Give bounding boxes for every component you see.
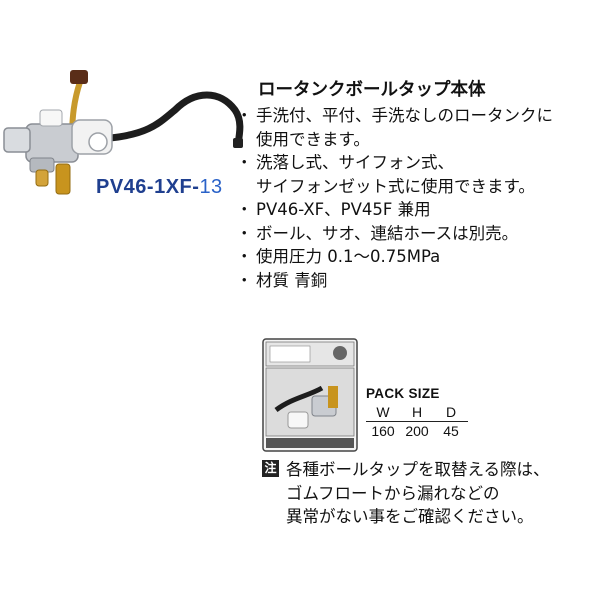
pack-size-header: D <box>434 403 468 422</box>
pack-size-header: H <box>400 403 434 422</box>
feature-line: PV46-XF、PV45F 兼用 <box>236 198 598 222</box>
note-lines: 各種ボールタップを取替える際は、 ゴムフロートから漏れなどの 異常がない事をご確… <box>286 458 550 529</box>
brass-outlet <box>35 169 49 187</box>
feature-line: 手洗付、平付、手洗なしのロータンクに <box>236 104 598 128</box>
feature-line: 材質 青銅 <box>236 269 598 293</box>
pack-size-value: 160 <box>371 423 395 439</box>
product-title: ロータンクボールタップ本体 <box>258 80 486 100</box>
model-code-main: PV46-1XF- <box>96 176 200 198</box>
valve-inlet <box>3 127 31 153</box>
pack-size-table: W H D 160 200 45 <box>366 403 468 440</box>
feature-line: 使用できます。 <box>256 129 370 149</box>
model-code-suffix: 13 <box>199 176 223 198</box>
connection-hose <box>106 91 244 148</box>
white-fitting <box>39 109 63 127</box>
feature-line: 洗落し式、サイフォン式、 <box>236 151 598 175</box>
pack-size-header-row: W H D <box>366 403 468 422</box>
feature-list: 手洗付、平付、手洗なしのロータンクに 使用できます。 洗落し式、サイフォン式、 … <box>236 104 598 293</box>
hose-end <box>233 138 243 148</box>
note-line: ゴムフロートから漏れなどの <box>286 483 500 503</box>
pack-size-value: 45 <box>443 423 459 439</box>
feature-line: ボール、サオ、連結ホースは別売。 <box>236 222 598 246</box>
note-line: 各種ボールタップを取替える際は、 <box>286 460 550 479</box>
caution-note: 注 各種ボールタップを取替える際は、 ゴムフロートから漏れなどの 異常がない事を… <box>262 458 550 529</box>
brass-cap <box>70 70 88 84</box>
package-photo <box>262 338 358 452</box>
pack-size-header: W <box>366 403 400 422</box>
pack-size-title: PACK SIZE <box>366 386 440 401</box>
diaphragm-knob <box>88 132 108 152</box>
note-badge: 注 <box>262 460 279 477</box>
feature-line: 使用圧力 0.1〜0.75MPa <box>236 245 598 269</box>
pack-size-value-row: 160 200 45 <box>366 422 468 441</box>
feature-line: サイフォンゼット式に使用できます。 <box>256 176 535 196</box>
pack-size: PACK SIZE W H D 160 200 45 <box>366 386 468 440</box>
valve-body <box>25 123 79 163</box>
brass-outlet <box>55 163 71 195</box>
note-line: 異常がない事をご確認ください。 <box>286 507 534 526</box>
model-code: PV46-1XF-13 <box>96 176 223 199</box>
pack-size-value: 200 <box>405 423 429 439</box>
product-illustration <box>3 70 244 195</box>
